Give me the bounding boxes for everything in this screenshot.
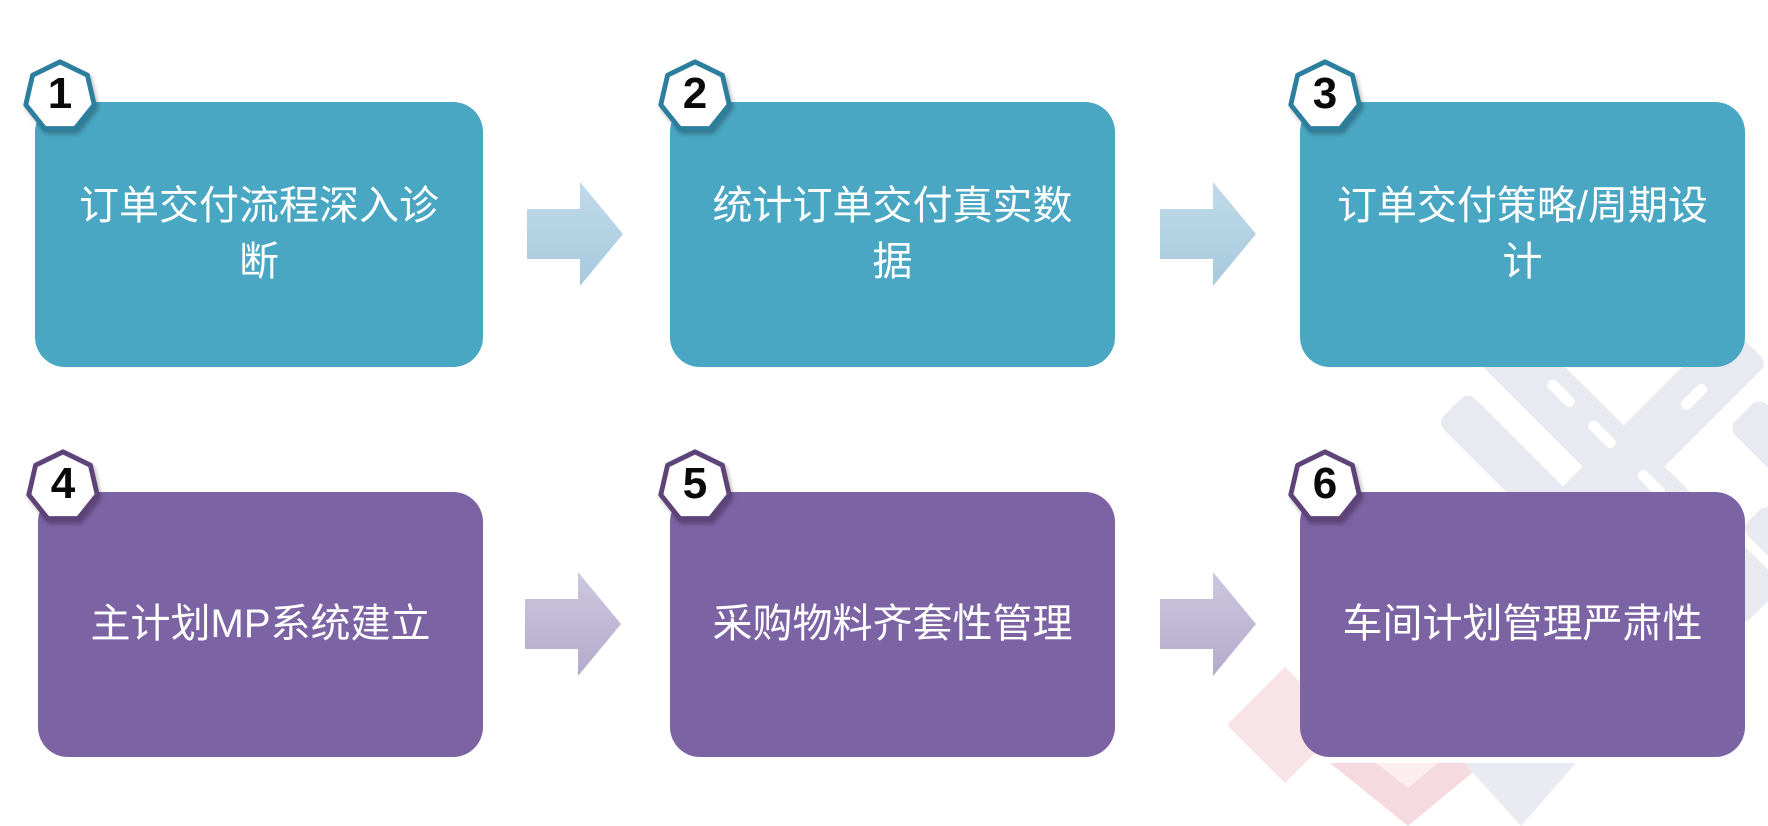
- heptagon-icon: [658, 59, 732, 132]
- heptagon-icon: [26, 449, 100, 522]
- step-label: 主计划MP系统建立: [90, 601, 431, 646]
- heptagon-icon: [658, 449, 732, 522]
- step-box-3: 3 订单交付策略/周期设计: [1288, 59, 1745, 367]
- step-box-6: 6 车间计划管理严肃性: [1288, 449, 1745, 757]
- arrow-right-icon: [527, 182, 623, 286]
- watermark-v-fill: [1338, 763, 1478, 822]
- step-4-badge: 4: [24, 447, 102, 525]
- arrow-right-icon: [1160, 572, 1256, 676]
- step-6-badge: 6: [1286, 447, 1364, 525]
- step-label: 订单交付策略/周期设计: [1336, 184, 1709, 284]
- step-box-5: 5 采购物料齐套性管理: [658, 449, 1115, 757]
- step-number: 3: [1312, 69, 1338, 118]
- watermark-v-chevron: [1330, 763, 1484, 826]
- step-label: 订单交付流程深入诊断: [79, 184, 439, 284]
- step-number: 2: [682, 69, 708, 118]
- step-box-1: 1 订单交付流程深入诊断: [23, 59, 483, 367]
- heptagon-icon: [1288, 449, 1362, 522]
- arrow-right-icon: [1160, 182, 1256, 286]
- step-number: 4: [50, 459, 76, 508]
- step-label: 采购物料齐套性管理: [712, 601, 1073, 646]
- step-number: 1: [47, 69, 73, 118]
- step-label: 统计订单交付真实数据: [712, 184, 1073, 284]
- step-3-badge: 3: [1286, 57, 1364, 135]
- step-number: 6: [1312, 459, 1338, 508]
- step-1-badge: 1: [21, 57, 99, 135]
- arrow-right-icon: [525, 572, 621, 676]
- step-box-4: 4 主计划MP系统建立: [26, 449, 483, 757]
- step-number: 5: [682, 459, 708, 508]
- step-label: 车间计划管理严肃性: [1342, 601, 1703, 646]
- step-5-badge: 5: [656, 447, 734, 525]
- heptagon-icon: [1288, 59, 1362, 132]
- watermark-v-lavender: [1464, 763, 1576, 826]
- heptagon-icon: [23, 59, 97, 132]
- step-2-badge: 2: [656, 57, 734, 135]
- step-box-2: 2 统计订单交付真实数据: [658, 59, 1115, 367]
